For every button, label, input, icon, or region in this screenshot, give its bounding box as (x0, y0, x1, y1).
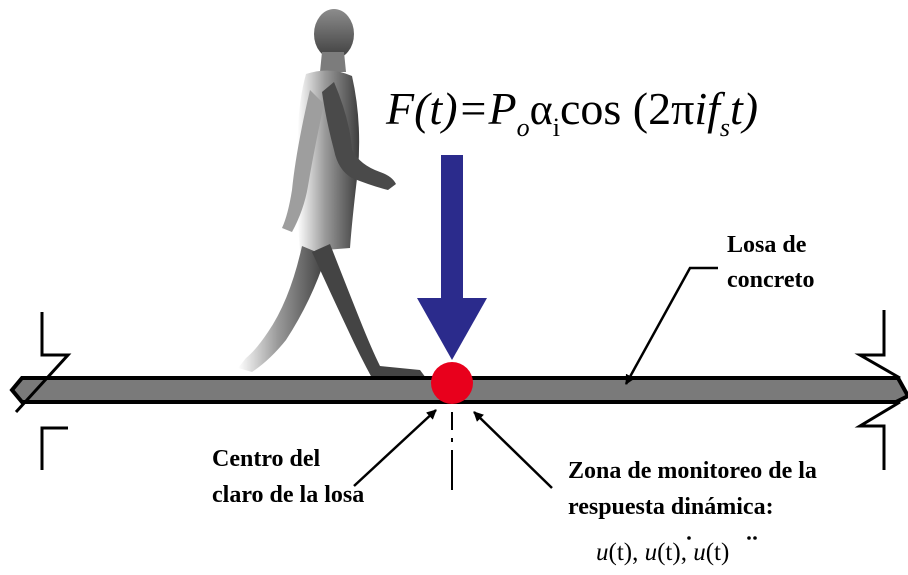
zone-leader-arrow (473, 411, 553, 489)
left-support (14, 312, 72, 470)
center-label-line1: Centro del (212, 446, 321, 472)
zone-label-line2: respuesta dinámica: (568, 494, 774, 520)
slab-label-line1: Losa de (727, 232, 807, 258)
walking-person-icon (238, 9, 426, 378)
red-dot-icon (431, 362, 473, 404)
zone-label-line1: Zona de monitoreo de la (568, 458, 817, 484)
down-arrow-icon (417, 155, 487, 360)
center-label-line2: claro de la losa (212, 482, 364, 508)
slab-label-line2: concreto (727, 267, 815, 293)
leader-arrows (353, 266, 718, 489)
right-support (854, 310, 901, 470)
force-formula: F(t)=Poαicos (2πifst) (385, 83, 758, 142)
slab-leader-arrow (624, 266, 718, 385)
response-expression: u(t), u(t), u(t) (596, 539, 729, 566)
derivative-dots (687, 536, 757, 540)
center-leader-arrow (353, 409, 437, 487)
